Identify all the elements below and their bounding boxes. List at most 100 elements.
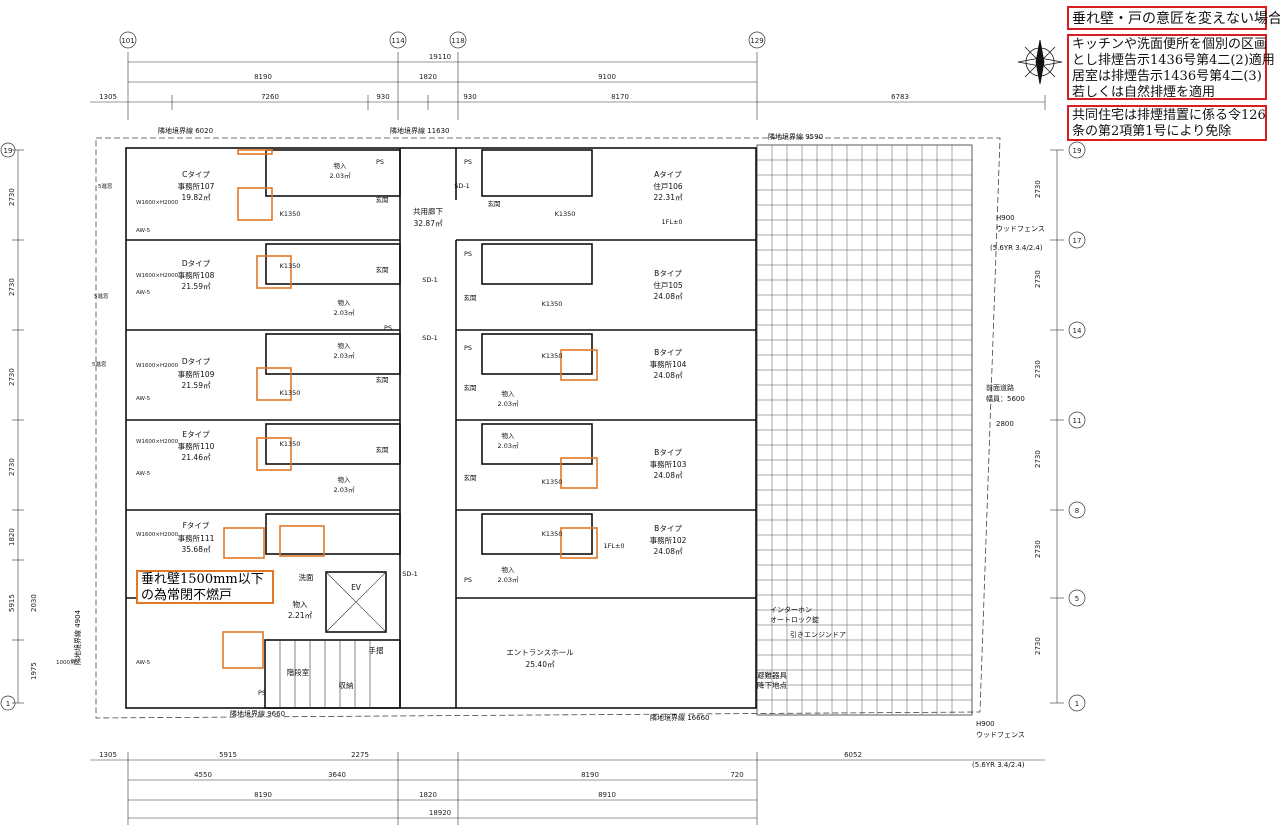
ev-label: EV (351, 583, 362, 592)
room-name: 住戸105 (653, 280, 683, 290)
room-area: 22.31㎡ (654, 193, 683, 202)
storage-area: 2.03㎡ (498, 441, 519, 450)
dim-bottom: 8190 (254, 791, 272, 799)
storage-label: 物入 (502, 565, 516, 574)
sd-label: SD-1 (454, 182, 470, 190)
dim-left: 1820 (8, 528, 16, 546)
room-area: 19.82㎡ (182, 193, 211, 202)
room-area: 21.59㎡ (182, 381, 211, 390)
sd-label: SD-1 (422, 334, 438, 342)
aw-tag: AW-5 (136, 228, 151, 234)
grid-label: 19 (4, 147, 13, 155)
sd-label: SD-1 (422, 276, 438, 284)
road-label: 前面道路 (986, 383, 1014, 392)
rooms-right: Aタイプ 住戸106 22.31㎡ Bタイプ 住戸105 24.08㎡ Bタイプ… (650, 170, 687, 556)
storage-label: 物入 (338, 341, 352, 350)
dim-right: 2730 (1034, 360, 1042, 378)
dim-bottom: 3640 (328, 771, 346, 779)
fence-bottom: H900 (976, 720, 995, 728)
ps-label: PS (464, 158, 472, 166)
handrail-label: 手摺 (369, 645, 384, 655)
storage-area: 2.03㎡ (330, 171, 351, 180)
smoke-window: 5進窓 (94, 292, 109, 300)
dim-top-detail: 7260 (261, 93, 279, 101)
genkan-label: 玄関 (464, 383, 477, 392)
grid-label: 1 (1075, 700, 1079, 708)
bottom-dimensions (90, 752, 1045, 825)
fl-label: 1FL±0 (603, 542, 624, 550)
dim-left: 2730 (8, 188, 16, 206)
smoke-window: 5進窓 (98, 182, 113, 190)
room-name: 住戸106 (653, 181, 683, 191)
washroom-label: 洗面 (299, 572, 314, 582)
kitchen-label: K1350 (542, 478, 563, 486)
entrance-label: エントランスホール (506, 648, 574, 657)
room-area: 24.08㎡ (654, 371, 683, 380)
room-type: Bタイプ (654, 348, 682, 357)
storage-area: 2.03㎡ (334, 351, 355, 360)
genkan-label: 玄関 (488, 199, 501, 208)
dim-left: 2730 (8, 278, 16, 296)
dim-bottom: 1305 (99, 751, 117, 759)
room-area: 35.68㎡ (182, 545, 211, 554)
dim-top-detail: 8170 (611, 93, 629, 101)
dim-bottom: 8190 (581, 771, 599, 779)
kitchen-label: K1350 (280, 389, 301, 397)
building-walls (125, 147, 757, 709)
grid-right: 19 17 14 11 8 5 1 (1068, 141, 1086, 712)
ev-shaft (325, 571, 387, 633)
intercom-note: インターホン (770, 605, 812, 614)
dim-left: 2730 (8, 458, 16, 476)
grid-label: 118 (451, 37, 464, 45)
door-highlights (222, 149, 598, 669)
genkan-label: 玄関 (376, 445, 389, 454)
dim-left: 2730 (8, 368, 16, 386)
storage-label: 物入 (338, 298, 352, 307)
room-name: 事務所102 (650, 535, 687, 545)
note-exhaust: キッチンや洗面便所を個別の区画 とし排煙告示1436号第4二(2)適用 居室は排… (1067, 34, 1275, 100)
window-spec: W1600×H2000 (136, 439, 179, 445)
storage-area: 2.03㎡ (498, 399, 519, 408)
room-area: 21.46㎡ (182, 453, 211, 462)
grid-label: 11 (1073, 417, 1082, 425)
boundary-left: 隣地境界線 4904 (73, 609, 82, 665)
boundary-top-right: 隣地境界線 9590 (768, 132, 823, 141)
fence-bottom-name: ウッドフェンス (976, 731, 1025, 739)
road-grid (756, 144, 973, 716)
fl-label: 1FL±0 (661, 218, 682, 226)
fence-top-name: ウッドフェンス (996, 225, 1045, 233)
grid-label: 101 (121, 37, 134, 45)
window-spec: W1600×H2000 (136, 273, 179, 279)
stair-label: 階段室 (287, 667, 310, 677)
dim-top-detail: 1305 (99, 93, 117, 101)
top-dim-text: 19110 8190 1820 9100 1305 7260 930 930 8… (99, 53, 909, 101)
ps-label: PS (464, 344, 472, 352)
aw-tag: AW-5 (136, 290, 151, 296)
storage-large-area: 2.21㎡ (288, 611, 313, 620)
room-name: 事務所110 (178, 441, 215, 451)
room-type: Dタイプ (182, 259, 211, 268)
dim-left: 1975 (30, 662, 38, 680)
dim-right: 2730 (1034, 540, 1042, 558)
corridor-area: 32.87㎡ (414, 219, 443, 228)
genkan-label: 玄関 (376, 195, 389, 204)
note-line: 条の第2項第1号により免除 (1072, 124, 1232, 139)
fence-bottom-color: (5.6YR 3.4/2.4) (972, 761, 1025, 769)
boundary-bottom-left: 隣地境界線 9660 (230, 709, 285, 718)
dim-top-total: 19110 (429, 53, 451, 61)
grid-label: 114 (391, 37, 405, 45)
dim-bottom: 1820 (419, 791, 437, 799)
fence-top: H900 (996, 214, 1015, 222)
kitchen-label: K1350 (542, 352, 563, 360)
dim-top-detail: 6783 (891, 93, 909, 101)
fence-top-color: (5.6YR 3.4/2.4) (990, 244, 1043, 252)
room-name: 事務所103 (650, 459, 687, 469)
kitchen-label: K1350 (542, 300, 563, 308)
dim-top-mid: 1820 (419, 73, 437, 81)
site-boundary (95, 137, 1001, 719)
entrance-area: 25.40㎡ (526, 660, 555, 669)
dim-bottom-total: 18920 (429, 809, 451, 817)
genkan-label: 玄関 (464, 473, 477, 482)
dim-right: 2730 (1034, 450, 1042, 468)
